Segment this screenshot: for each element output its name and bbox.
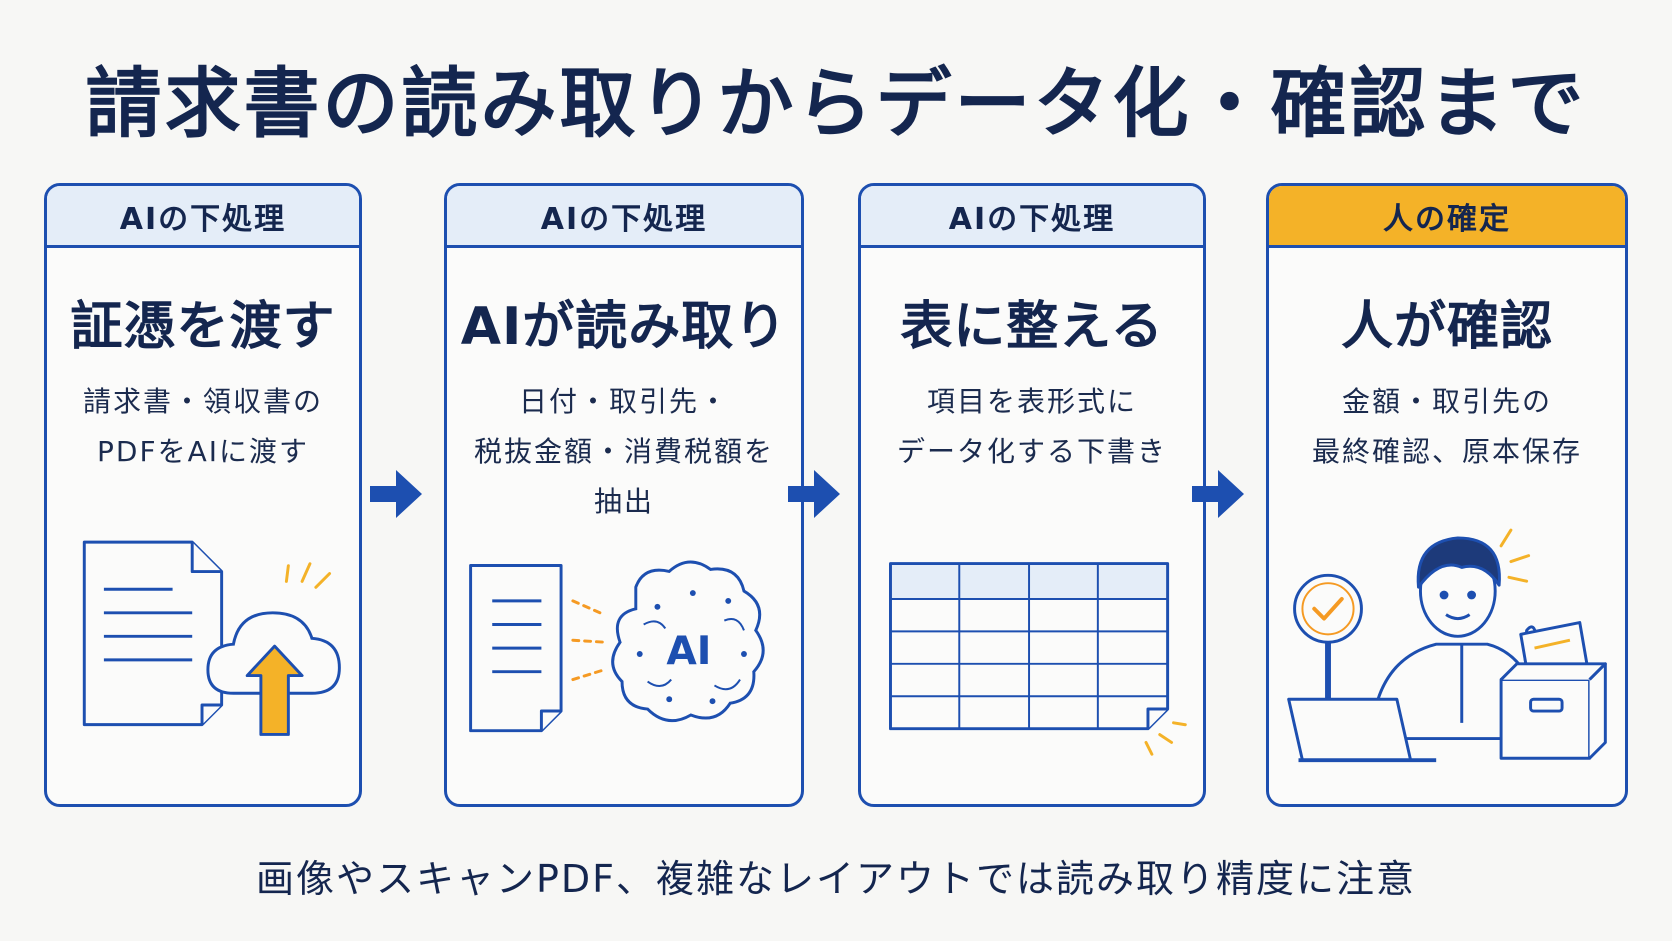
step-description: 金額・取引先の 最終確認、原本保存 xyxy=(1269,377,1625,477)
human-check-illustration xyxy=(1287,528,1607,763)
upload-illustration xyxy=(82,540,341,736)
arrow-right-icon xyxy=(370,470,422,518)
desc-line: 税抜金額・消費税額を xyxy=(473,435,774,468)
step-description: 請求書・領収書の PDFをAIに渡す xyxy=(47,377,359,477)
desc-line: 項目を表形式に xyxy=(926,385,1137,418)
desc-line: データ化する下書き xyxy=(896,435,1167,468)
step-title: 人が確認 xyxy=(1340,297,1553,357)
step-card-upload: AIの下処理 証憑を渡す 請求書・領収書の PDFをAIに渡す xyxy=(44,183,362,807)
step-description: 日付・取引先・ 税抜金額・消費税額を 抽出 xyxy=(447,377,801,527)
step-card-human-check: 人の確定 人が確認 金額・取引先の 最終確認、原本保存 xyxy=(1266,183,1628,807)
step-label: 人の確定 xyxy=(1269,186,1625,248)
archive-box-icon xyxy=(1499,621,1607,760)
step-card-table: AIの下処理 表に整える 項目を表形式に データ化する下書き xyxy=(858,183,1206,807)
arrow-right-icon xyxy=(1192,470,1244,518)
step-description: 項目を表形式に データ化する下書き xyxy=(861,377,1203,477)
cloud-upload-icon xyxy=(206,562,341,736)
arrow-right-icon xyxy=(788,470,840,518)
footer-note: 画像やスキャンPDF、複雑なレイアウトでは読み取り精度に注意 xyxy=(255,857,1417,901)
step-label: AIの下処理 xyxy=(447,186,801,248)
step-title: 表に整える xyxy=(900,297,1164,357)
desc-line: 請求書・領収書の xyxy=(82,385,323,418)
table-icon xyxy=(889,562,1187,756)
table-illustration xyxy=(889,562,1187,756)
desc-line: PDFをAIに渡す xyxy=(97,435,309,468)
desc-line: 金額・取引先の xyxy=(1341,385,1552,418)
document-icon xyxy=(82,540,224,727)
laptop-icon xyxy=(1287,697,1437,763)
document-icon xyxy=(469,564,563,733)
step-title: AIが読み取り xyxy=(460,297,788,357)
step-card-ai-read: AIの下処理 AIが読み取り 日付・取引先・ 税抜金額・消費税額を 抽出 xyxy=(444,183,804,807)
magnifier-check-icon xyxy=(1293,573,1363,700)
ai-read-illustration: AI xyxy=(469,560,765,733)
desc-line: 抽出 xyxy=(593,485,654,518)
desc-line: 日付・取引先・ xyxy=(518,385,729,418)
step-label: AIの下処理 xyxy=(861,186,1203,248)
page-title: 請求書の読み取りからデータ化・確認まで xyxy=(85,59,1587,148)
ai-brain-icon: AI xyxy=(611,560,765,723)
desc-line: 最終確認、原本保存 xyxy=(1311,435,1582,468)
ai-text: AI xyxy=(666,628,711,674)
step-title: 証憑を渡す xyxy=(70,297,336,357)
step-label: AIの下処理 xyxy=(47,186,359,248)
